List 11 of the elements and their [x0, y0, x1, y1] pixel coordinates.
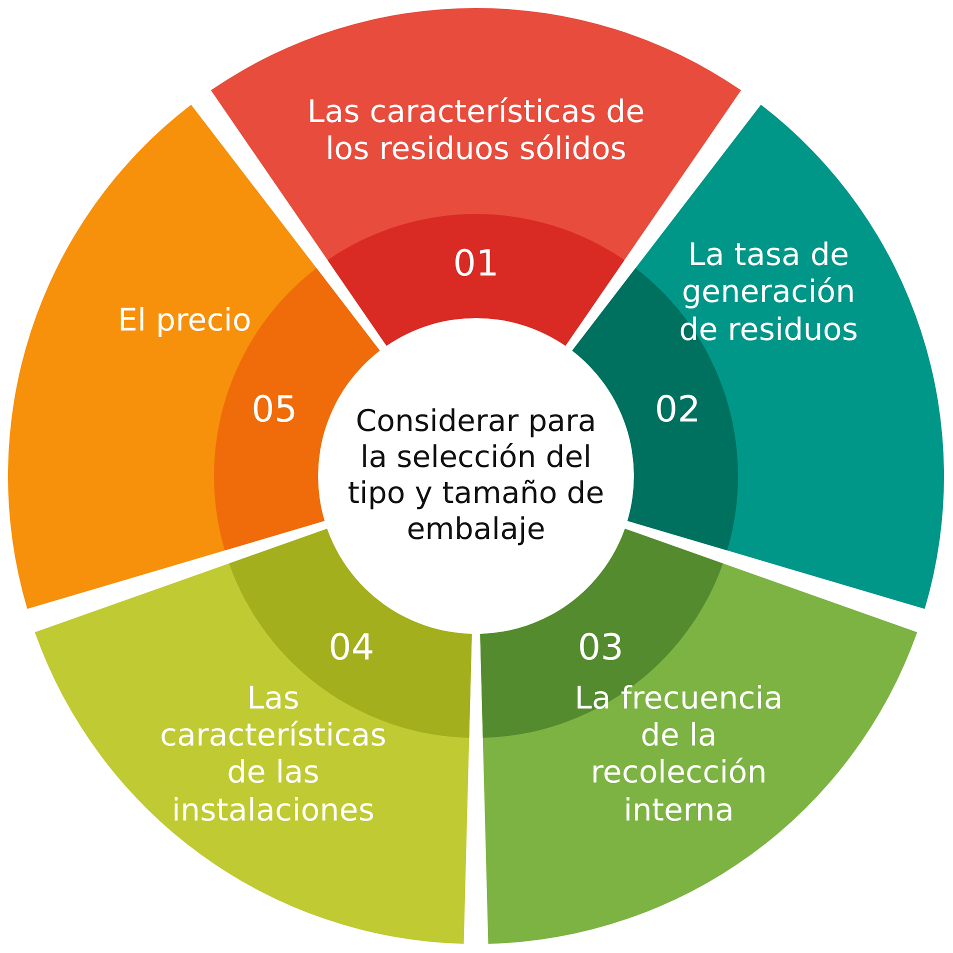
step-number: 01: [453, 244, 499, 284]
segment-label: La frecuencia de la recolección interna: [574, 680, 784, 830]
step-number: 02: [654, 390, 701, 431]
step-number: 05: [251, 390, 298, 431]
step-number: 04: [328, 627, 374, 668]
step-number: 03: [578, 627, 624, 668]
segment-label: La tasa de generación de residuos: [678, 237, 860, 349]
segment-label: El precio: [116, 302, 252, 340]
center-text: Considerar para la selección del tipo y tamaño de embalaje: [341, 404, 611, 548]
segment-label: Las características de los residuos sólidos: [306, 94, 646, 168]
segment-label: Las características de las instalaciones: [158, 680, 388, 830]
